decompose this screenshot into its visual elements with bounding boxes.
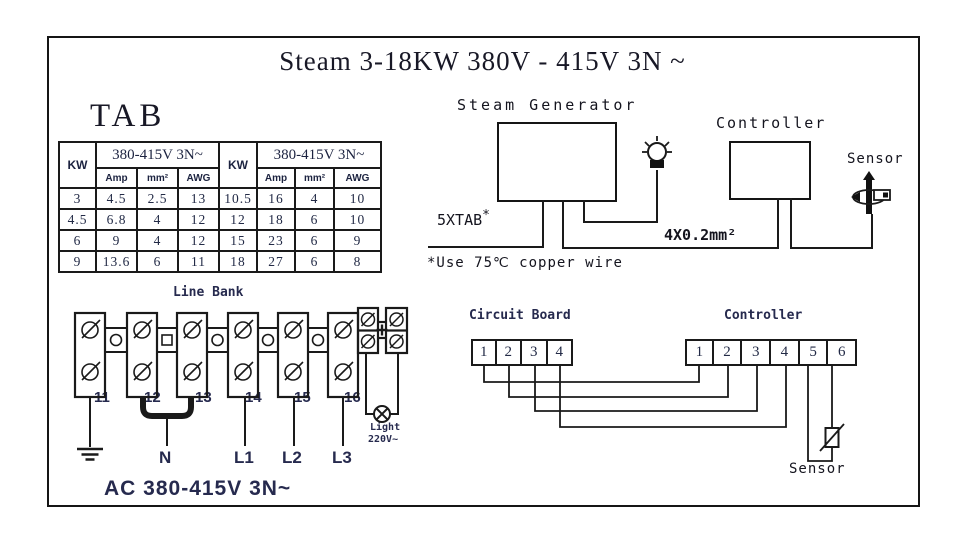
table-cell: 4.5 — [95, 187, 138, 210]
controller-terminals: 1 2 3 4 5 6 — [685, 339, 858, 366]
copper-wire-note: *Use 75℃ copper wire — [427, 255, 623, 271]
tab-heading: TAB — [90, 98, 166, 134]
table-cell: 23 — [256, 229, 296, 252]
sensor-label-bottom: Sensor — [789, 461, 846, 477]
cable-tab-text: 5XTAB — [437, 211, 483, 229]
table-cell: 10 — [333, 208, 382, 231]
table-cell: 3 — [58, 187, 97, 210]
table-cell: 4 — [136, 229, 179, 252]
table-cell: 13 — [177, 187, 220, 210]
light-label: Light — [370, 422, 401, 433]
neutral-label: N — [159, 448, 172, 467]
table-cell: 11 — [177, 250, 220, 273]
table-row: 9 13.6 6 11 18 27 6 8 — [58, 250, 382, 273]
table-cell: 6 — [58, 229, 97, 252]
col-header-kw: KW — [58, 141, 97, 189]
table-cell: 2.5 — [136, 187, 179, 210]
l3-label: L3 — [332, 448, 352, 467]
circuit-board-label: Circuit Board — [469, 308, 571, 323]
ctrl-terminal-5: 5 — [799, 339, 829, 366]
col-group-header: 380-415V 3N~ — [95, 141, 220, 169]
controller-terminals-label: Controller — [724, 308, 803, 323]
line-bank-label: Line Bank — [173, 285, 244, 300]
col-header-awg: AWG — [333, 167, 382, 189]
terminal-label-14: 14 — [245, 389, 262, 406]
table-cell: 10.5 — [218, 187, 258, 210]
cable-tab-label: 5XTAB* — [437, 208, 490, 229]
outer-frame — [47, 36, 920, 507]
table-cell: 6 — [294, 229, 335, 252]
ctrl-terminal-4: 4 — [771, 339, 800, 366]
table-cell: 18 — [218, 250, 258, 273]
col-group-header: 380-415V 3N~ — [256, 141, 382, 169]
table-cell: 9 — [95, 229, 138, 252]
cb-terminal-3: 3 — [522, 339, 548, 366]
controller-box — [729, 141, 811, 200]
wire-spec-table: KW 380-415V 3N~ KW 380-415V 3N~ Amp mm² … — [58, 141, 382, 273]
circuit-board-terminals: 1 2 3 4 — [471, 339, 573, 366]
table-cell: 12 — [177, 229, 220, 252]
table-row: 3 4.5 2.5 13 10.5 16 4 10 — [58, 187, 382, 210]
supply-voltage-label: AC 380-415V 3N~ — [104, 477, 292, 500]
table-cell: 6 — [294, 250, 335, 273]
steam-generator-label: Steam Generator — [457, 96, 638, 114]
cb-terminal-4: 4 — [547, 339, 573, 366]
terminal-label-16: 16 — [344, 389, 361, 406]
ctrl-terminal-1: 1 — [685, 339, 714, 366]
ctrl-terminal-3: 3 — [742, 339, 772, 366]
table-row: 6 9 4 12 15 23 6 9 — [58, 229, 382, 252]
ctrl-terminal-2: 2 — [713, 339, 743, 366]
light-voltage-label: 220V~ — [368, 434, 399, 445]
col-header-mm2: mm² — [294, 167, 335, 189]
cable-controller-label: 4X0.2mm² — [664, 226, 737, 244]
steam-generator-box — [497, 122, 617, 202]
table-cell: 16 — [256, 187, 296, 210]
table-cell: 27 — [256, 250, 296, 273]
table-cell: 4 — [136, 208, 179, 231]
table-row: 4.5 6.8 4 12 12 18 6 10 — [58, 208, 382, 231]
table-cell: 6 — [294, 208, 335, 231]
table-cell: 9 — [58, 250, 97, 273]
diagram-title: Steam 3-18KW 380V - 415V 3N ~ — [279, 46, 686, 76]
table-cell: 8 — [333, 250, 382, 273]
table-cell: 9 — [333, 229, 382, 252]
col-header-awg: AWG — [177, 167, 220, 189]
terminal-label-12: 12 — [144, 389, 161, 406]
controller-label: Controller — [716, 114, 827, 132]
table-cell: 15 — [218, 229, 258, 252]
terminal-label-13: 13 — [195, 389, 212, 406]
l1-label: L1 — [234, 448, 254, 467]
table-cell: 4 — [294, 187, 335, 210]
table-cell: 10 — [333, 187, 382, 210]
terminal-label-15: 15 — [294, 389, 311, 406]
table-cell: 18 — [256, 208, 296, 231]
terminal-label-11: 11 — [94, 389, 110, 406]
table-cell: 6.8 — [95, 208, 138, 231]
cb-terminal-1: 1 — [471, 339, 497, 366]
col-header-amp: Amp — [256, 167, 296, 189]
note-asterisk: * — [482, 208, 490, 223]
l2-label: L2 — [282, 448, 302, 467]
table-cell: 13.6 — [95, 250, 138, 273]
col-header-amp: Amp — [95, 167, 138, 189]
table-cell: 6 — [136, 250, 179, 273]
col-header-kw: KW — [218, 141, 258, 189]
table-cell: 4.5 — [58, 208, 97, 231]
table-cell: 12 — [218, 208, 258, 231]
col-header-mm2: mm² — [136, 167, 179, 189]
ctrl-terminal-6: 6 — [828, 339, 858, 366]
cb-terminal-2: 2 — [496, 339, 522, 366]
table-cell: 12 — [177, 208, 220, 231]
sensor-label: Sensor — [847, 151, 904, 167]
